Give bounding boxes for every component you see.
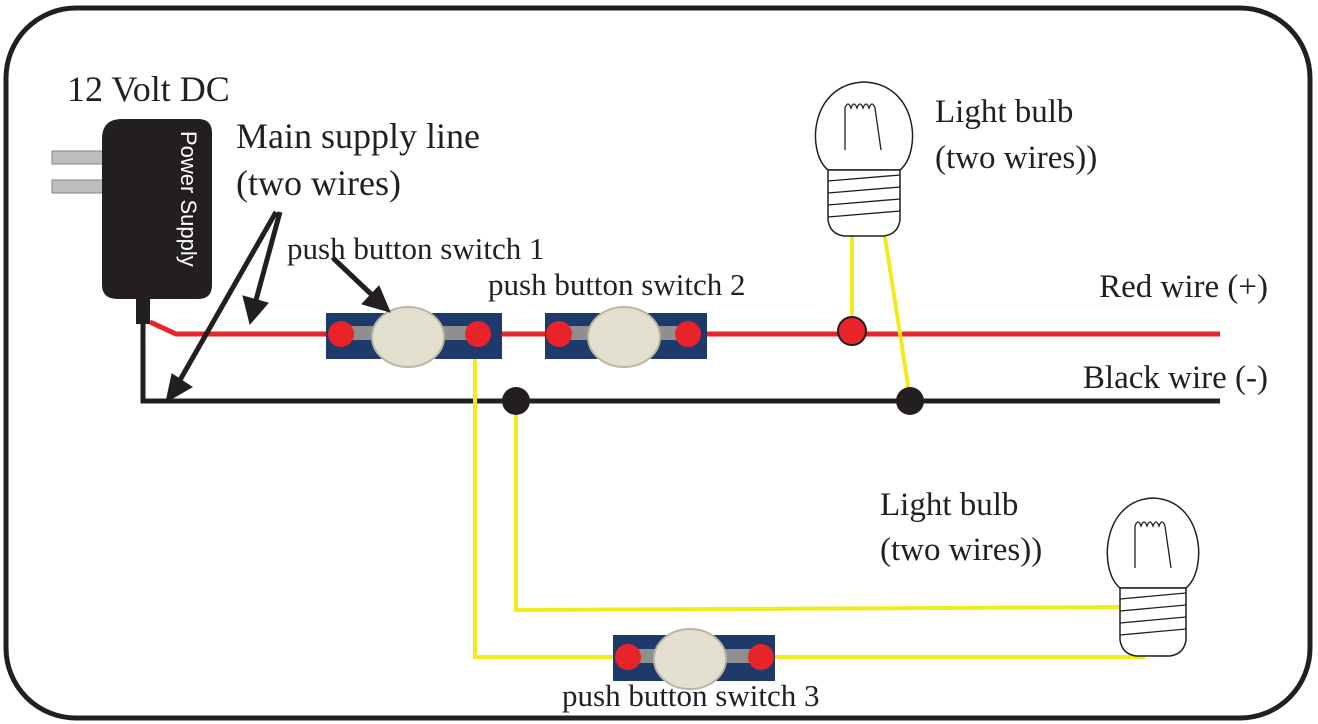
arrow-main-supply-to-red	[253, 211, 283, 301]
light-bulb-top-filament	[844, 103, 882, 151]
label-main-supply-line-2: (two wires)	[236, 163, 401, 203]
light-bulb-top-base	[827, 169, 901, 237]
arrow-main-supply-to-black	[177, 210, 279, 382]
arrowhead-main-supply-to-red	[242, 295, 269, 326]
label-bulb-bottom-1: Light bulb	[880, 487, 1018, 523]
arrow-switch-1	[331, 256, 374, 297]
switch-2-terminal-right	[675, 321, 701, 347]
push-button-switch-2	[545, 306, 707, 368]
light-bulb-bottom-glass	[1106, 497, 1200, 589]
power-supply-body	[102, 119, 212, 299]
light-bulb-bottom-thread	[1119, 592, 1187, 636]
red-wire	[148, 319, 1220, 337]
switch-3-button	[653, 628, 727, 690]
junction-black-top-bulb	[896, 387, 924, 415]
label-switch-1: push button switch 1	[287, 231, 544, 266]
switch-2-button	[587, 306, 661, 368]
label-red-wire: Red wire (+)	[1099, 269, 1268, 305]
black-wire	[140, 322, 1220, 404]
label-main-supply-line-1: Main supply line	[236, 116, 480, 156]
label-switch-2: push button switch 2	[488, 267, 745, 302]
label-bulb-bottom-2: (two wires))	[880, 532, 1042, 568]
yellow-wire-black-to-bulb	[514, 401, 1146, 613]
light-bulb-bottom	[1106, 497, 1200, 657]
power-supply: Power Supply	[51, 119, 212, 324]
switch-1-terminal-right	[465, 321, 491, 347]
junction-black-yellow	[502, 387, 530, 415]
switch-3-terminal-right	[748, 644, 774, 670]
switch-2-terminal-left	[546, 321, 572, 347]
light-bulb-top-thread	[827, 174, 901, 218]
switch-1-button	[371, 306, 445, 368]
label-voltage: 12 Volt DC	[67, 69, 230, 109]
power-plug-prong-top	[51, 150, 105, 165]
light-bulb-bottom-filament	[1134, 521, 1172, 569]
power-supply-label: Power Supply	[176, 131, 201, 267]
power-plug-prong-bottom	[51, 179, 105, 194]
power-supply-cable	[136, 298, 150, 324]
yellow-wire-top-bulb-black	[878, 204, 912, 399]
arrows	[165, 210, 391, 403]
label-switch-3: push button switch 3	[562, 678, 819, 713]
junction-red-top-bulb	[837, 316, 867, 346]
label-bulb-top-2: (two wires))	[935, 140, 1097, 176]
push-button-switch-3	[613, 628, 775, 690]
light-bulb-top	[814, 81, 914, 237]
light-bulb-top-glass	[814, 81, 914, 171]
arrowhead-main-supply-to-black	[165, 373, 193, 403]
label-bulb-top-1: Light bulb	[935, 94, 1073, 130]
diagram-border	[3, 5, 1313, 721]
light-bulb-bottom-base	[1119, 587, 1187, 657]
switch-1-terminal-left	[328, 321, 354, 347]
push-button-switch-1	[326, 306, 502, 368]
label-black-wire: Black wire (-)	[1083, 360, 1268, 396]
arrowhead-switch-1	[361, 285, 391, 313]
switch-3-terminal-left	[615, 644, 641, 670]
